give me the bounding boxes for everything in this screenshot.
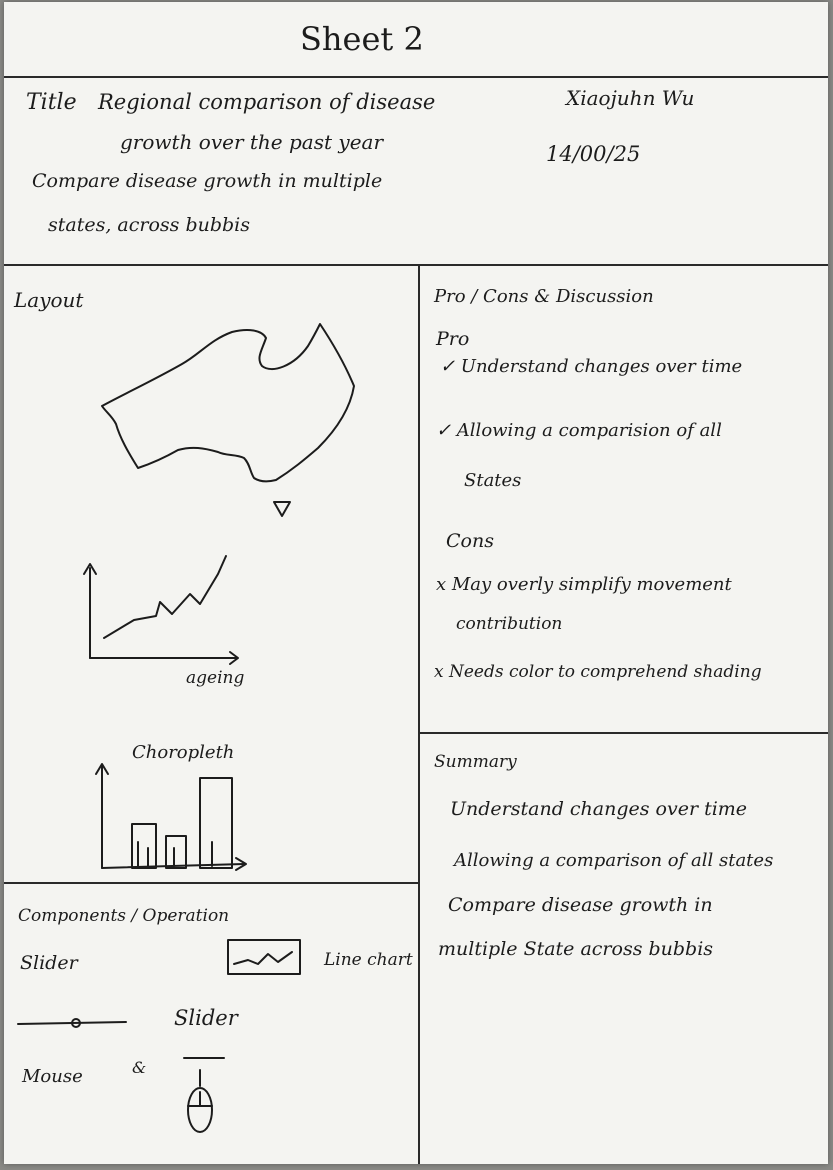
sketch-sheet: Sheet 2 Title Regional comparison of dis… (4, 2, 828, 1164)
summary-heading: Summary (434, 752, 517, 772)
title-line-2: growth over the past year (120, 130, 384, 154)
summary-line-2: Allowing a comparison of all states (454, 850, 774, 871)
slider-sketch (17, 1018, 127, 1028)
cons-heading: Cons (446, 530, 494, 552)
sheet-title: Sheet 2 (300, 20, 424, 58)
line-chart-sketch (83, 555, 239, 665)
mouse-icon (187, 1069, 213, 1133)
layout-heading: Layout (14, 288, 84, 312)
bar-chart-sketch (95, 763, 247, 871)
pro-item-2: ✓ Allowing a comparision of all (436, 420, 722, 441)
rule-top (4, 76, 828, 78)
description-line-2: states, across bubbis (48, 214, 251, 236)
pros-cons-heading: Pro / Cons & Discussion (434, 286, 654, 307)
con-item-1-cont: contribution (456, 614, 563, 634)
pro-heading: Pro (436, 328, 470, 350)
rule-left-mid (4, 882, 418, 884)
mouse-label: Mouse (22, 1066, 83, 1087)
title-line-1: Regional comparison of disease (98, 90, 436, 114)
rule-right-mid (418, 732, 828, 734)
summary-line-1: Understand changes over time (450, 798, 748, 820)
author-name: Xiaojuhn Wu (566, 86, 695, 110)
pro-item-1: ✓ Understand changes over time (440, 356, 743, 377)
bar-chart-label: Choropleth (132, 742, 235, 763)
sheet-date: 14/00/25 (546, 142, 641, 166)
line-chart-axis-label: ageing (186, 668, 245, 688)
slider-label: Slider (20, 952, 78, 974)
australia-map-sketch (101, 323, 355, 517)
rule-header-bottom (4, 264, 828, 266)
slider-line-sketch (183, 1057, 225, 1059)
components-heading: Components / Operation (18, 906, 230, 926)
summary-line-3: Compare disease growth in (448, 894, 713, 916)
ampersand-label: & (132, 1058, 147, 1077)
pro-item-2-cont: States (464, 470, 522, 491)
con-item-2: x Needs color to comprehend shading (434, 662, 762, 682)
con-item-1: x May overly simplify movement (436, 574, 732, 595)
title-label: Title (26, 90, 77, 115)
rule-vertical (418, 264, 420, 1164)
line-chart-component-label: Line chart (324, 950, 413, 970)
line-chart-icon (227, 939, 301, 975)
summary-line-4: multiple State across bubbis (438, 938, 714, 960)
slider-label-2: Slider (174, 1006, 238, 1030)
description-line-1: Compare disease growth in multiple (32, 170, 383, 192)
